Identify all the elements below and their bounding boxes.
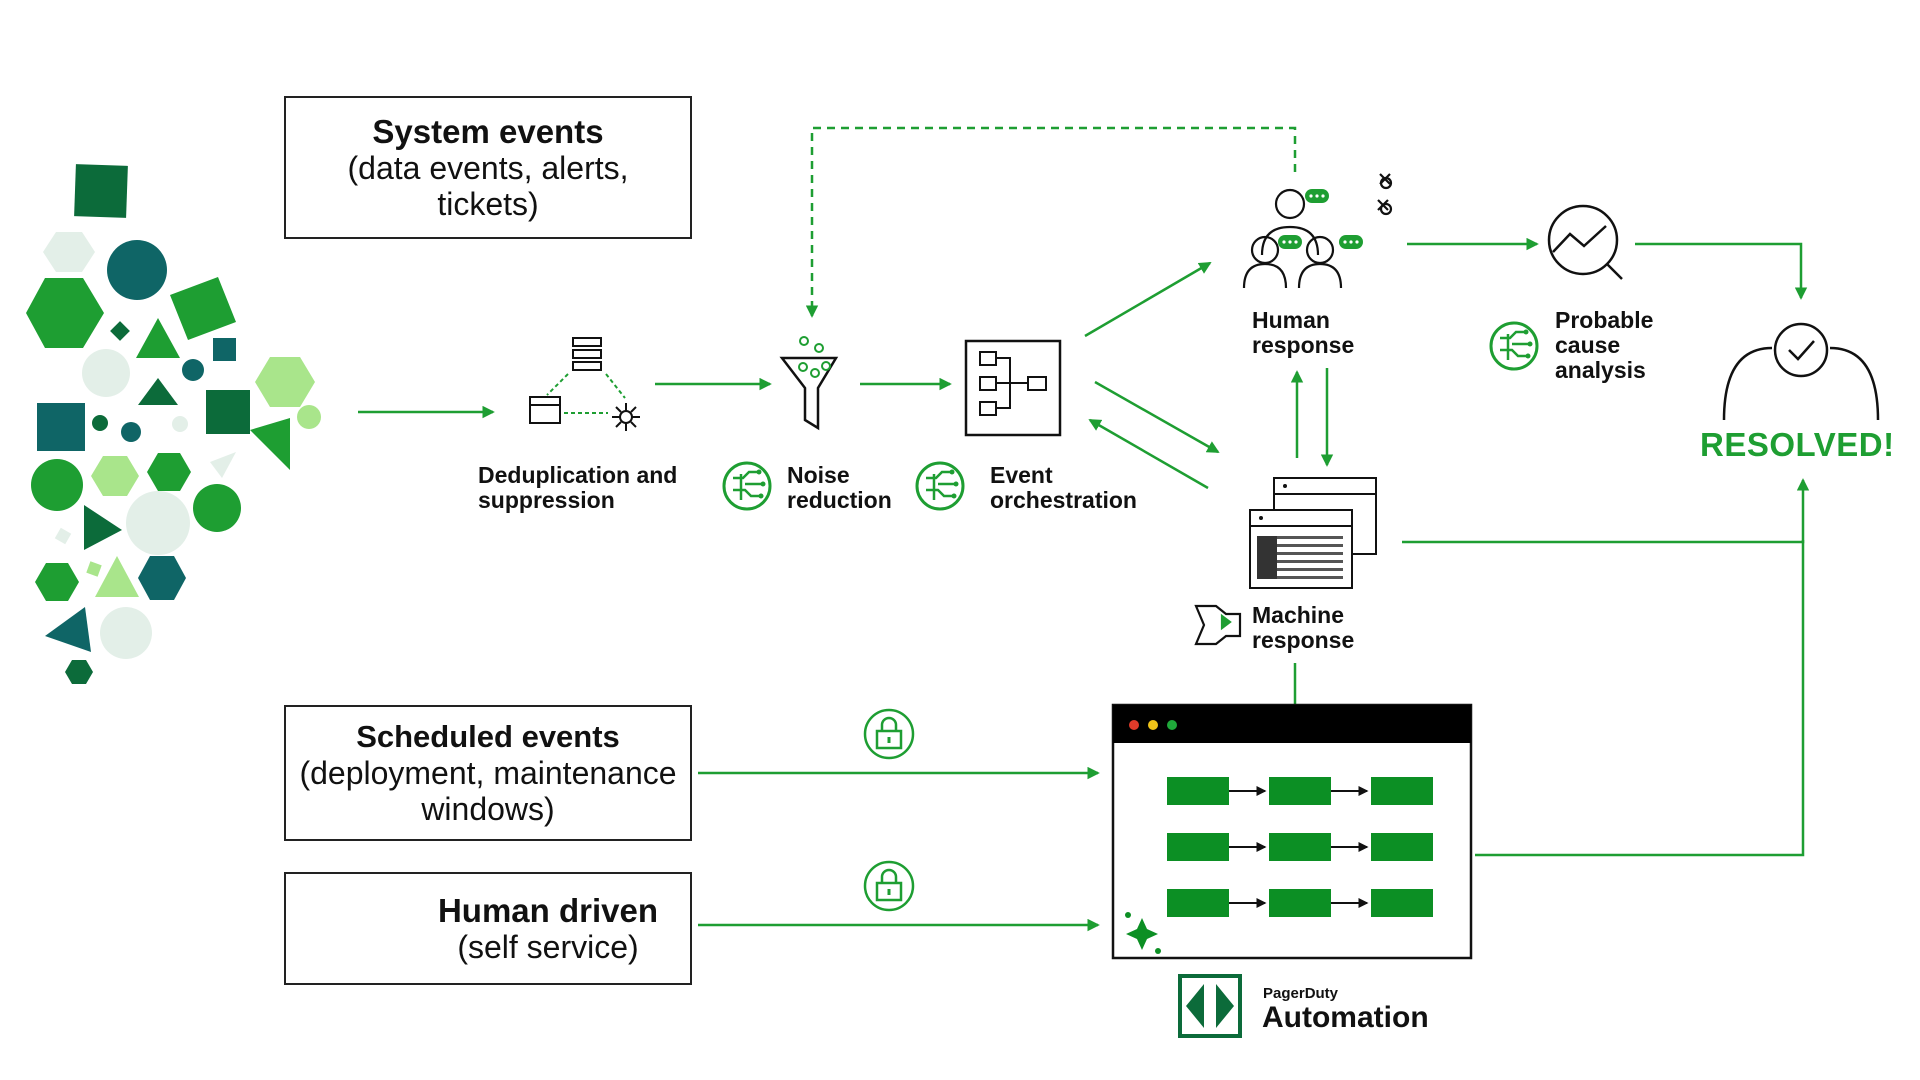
brain-ai-icon [915,461,965,511]
server-cluster-icon [529,337,640,431]
flow-chart-icon [964,339,1062,437]
system-events-title: System events [372,112,604,150]
human-driven-subtitle: (self service) [457,928,639,965]
automation-window [1111,703,1473,960]
dedup-label: Deduplication and suppression [478,462,678,513]
noise-reduction-label: Noise reduction [787,462,892,513]
funnel-icon [779,336,839,431]
people-chat-icon [1242,173,1393,289]
brain-ai-icon [1489,321,1539,371]
system-events-subtitle: (data events, alerts, tickets) [347,149,629,222]
brand-name: PagerDuty [1263,985,1339,1002]
probable-cause-label: Probable cause analysis [1555,307,1654,383]
event-orchestration-label: Event orchestration [990,462,1137,513]
human-driven-box: Human driven (self service) [284,872,692,985]
brain-ai-icon [722,461,772,511]
runbook-icon [1194,604,1242,646]
scheduled-events-title: Scheduled events [356,719,620,754]
scheduled-events-subtitle: (deployment, maintenance windows) [299,755,677,827]
pagerduty-logo-icon [1178,974,1242,1038]
lock-icon [863,708,915,760]
resolved-label: RESOLVED! [1700,426,1895,463]
machine-response-label: Machine response [1252,602,1355,653]
scheduled-events-box: Scheduled events (deployment, maintenanc… [284,705,692,841]
decorative-shape-cluster [26,164,321,684]
terminal-windows-icon [1249,477,1377,589]
chart-magnifier-icon [1547,204,1623,280]
brand-product: Automation [1262,1001,1429,1034]
lock-icon [863,860,915,912]
check-person-icon [1722,322,1880,421]
human-response-label: Human response [1252,307,1355,358]
human-driven-title: Human driven [437,891,659,929]
flow-arrows [358,126,1810,932]
system-events-box: System events (data events, alerts, tick… [284,96,692,239]
